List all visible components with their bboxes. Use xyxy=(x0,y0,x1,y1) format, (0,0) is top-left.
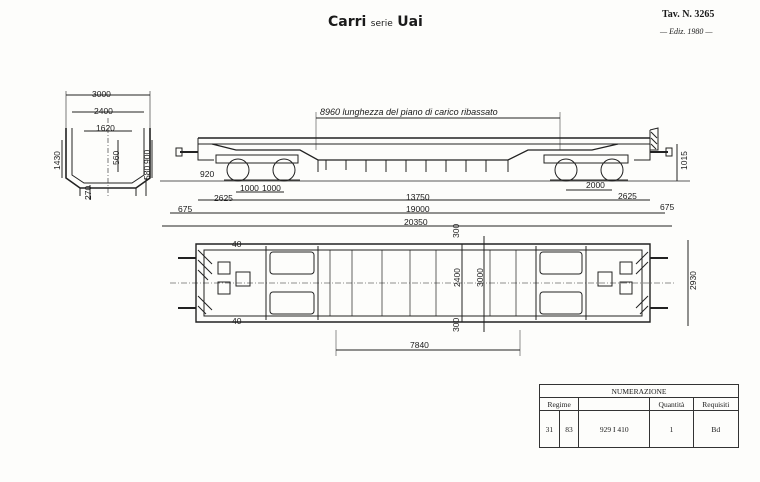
header-number xyxy=(578,397,651,411)
header-quantita: Quantità xyxy=(649,397,694,411)
dim-13750: 13750 xyxy=(406,192,430,202)
header-requisiti: Requisiti xyxy=(692,397,740,411)
plan-view-drawing xyxy=(170,236,689,356)
title-series: serie xyxy=(370,19,393,29)
side-elevation-drawing xyxy=(160,112,690,227)
dim-1000-b: 1000 xyxy=(262,183,281,193)
dim-580: 580 xyxy=(142,165,152,180)
dim-1000-a: 1000 xyxy=(240,183,259,193)
cell-requisiti: Bd xyxy=(692,410,740,448)
header-regime: Regime xyxy=(538,397,580,411)
cell-quantita: 1 xyxy=(649,410,694,448)
dim-1620: 1620 xyxy=(96,123,115,133)
dim-300-top: 300 xyxy=(451,223,461,238)
cell-regime-a: 31 xyxy=(539,410,560,448)
dim-1430: 1430 xyxy=(52,151,62,170)
drawing-title: Carri serie Uai xyxy=(328,14,423,30)
edition-note: — Ediz. 1980 — xyxy=(660,27,713,36)
dim-900: 900 xyxy=(142,149,152,164)
dim-20350: 20350 xyxy=(404,217,428,227)
dim-675-right: 675 xyxy=(660,202,675,212)
dim-2625-left: 2625 xyxy=(214,193,233,203)
dim-load-length: 8960 lunghezza del piano di carico ribas… xyxy=(320,107,498,117)
cross-section-drawing xyxy=(61,91,153,200)
cell-number: 929 I 410 xyxy=(578,410,651,448)
dim-2930: 2930 xyxy=(688,271,698,290)
dim-2000: 2000 xyxy=(586,180,605,190)
numerazione-title: NUMERAZIONE xyxy=(539,384,739,398)
dim-3000: 3000 xyxy=(92,89,111,99)
cell-regime-b: 83 xyxy=(558,410,580,448)
title-word: Carri xyxy=(328,14,367,30)
dim-1015: 1015 xyxy=(679,151,689,170)
dim-675-left: 675 xyxy=(178,204,193,214)
mark-40-top: 40 xyxy=(232,239,242,249)
dim-270: 270 xyxy=(83,185,93,200)
title-code: Uai xyxy=(397,14,423,30)
dim-19000: 19000 xyxy=(406,204,430,214)
dim-2400: 2400 xyxy=(94,106,113,116)
dim-560: 560 xyxy=(111,150,121,165)
mark-40-bottom: 40 xyxy=(232,316,242,326)
numerazione-table: NUMERAZIONE Regime Quantità Requisiti 31… xyxy=(538,384,740,448)
dim-920: 920 xyxy=(200,169,215,179)
plate-number: Tav. N. 3265 xyxy=(662,9,715,20)
dim-7840: 7840 xyxy=(410,340,429,350)
dim-2400-plan: 2400 xyxy=(452,268,462,287)
dim-2625-right: 2625 xyxy=(618,191,637,201)
dim-3000-plan: 3000 xyxy=(475,268,485,287)
dim-300-bottom: 300 xyxy=(451,317,461,332)
